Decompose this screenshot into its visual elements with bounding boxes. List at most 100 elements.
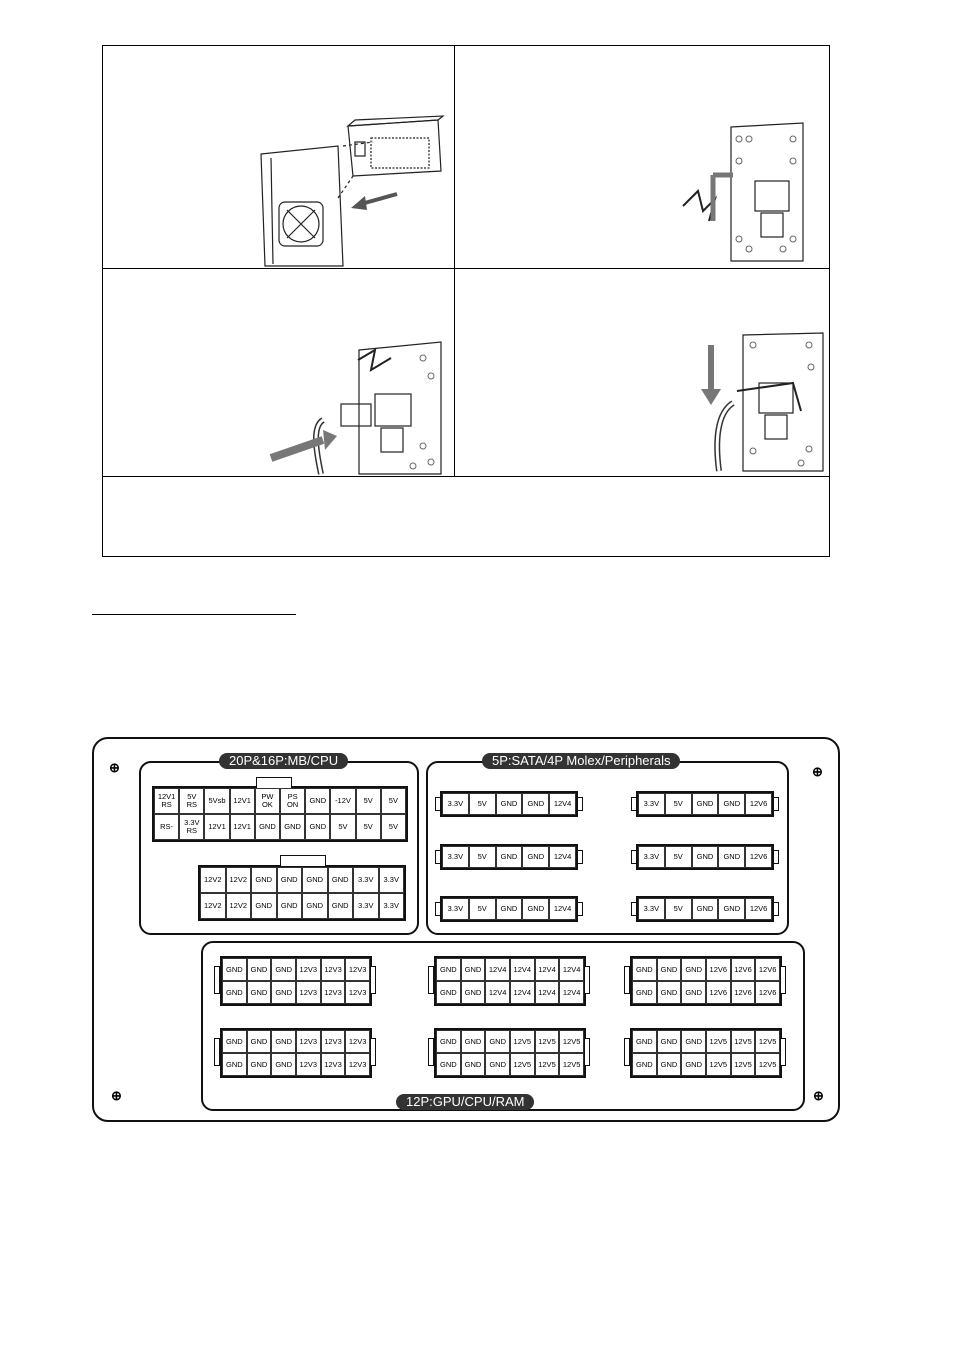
connector-clip [370,966,376,994]
pin-label: 12V5 [755,1053,780,1076]
connector-clip [631,850,637,864]
pin-label: 12V3 [345,1030,370,1053]
screw-icon: ⊕ [812,764,823,779]
pin-label: 12V1 [229,788,255,814]
connector-clip [577,902,583,916]
connector-clip [773,797,779,811]
connector-clip [780,966,786,994]
connector-clip [780,1038,786,1066]
pin-label: 5V [664,793,692,815]
pin-label: 5V [330,814,356,840]
pin-label: GND [276,867,302,893]
connector-clip [584,1038,590,1066]
pin-label: 12V6 [705,958,731,981]
group-gpu-cpu-ram [201,941,805,1111]
pin-label: GND [436,1030,461,1053]
group-gpu-cpu-ram-label: 12P:GPU/CPU/RAM [396,1094,535,1110]
table-divider-row2 [103,476,829,477]
pin-label: 12V5 [559,1030,584,1053]
pin-label: 5V [468,793,496,815]
psu-install-illustration [260,115,445,267]
pin-label: GND [460,981,486,1004]
pin-label: 12V5 [534,1053,560,1076]
pin-label: GND [246,958,272,981]
pin-label: 12V6 [755,958,780,981]
table-divider-row1 [103,268,829,269]
pin-label: 12V4 [534,958,560,981]
pin-label: 5V [355,814,381,840]
pin-label: 12V3 [295,1030,321,1053]
connector-clip [214,966,220,994]
pin-label: GND [681,981,706,1004]
mb-20pin-latch [256,777,292,788]
pin-label: 5V [468,846,496,868]
pin-label: 12V2 [225,867,251,893]
pin-label: 12V5 [509,1030,535,1053]
pin-label: GND [681,1053,706,1076]
pin-label: GND [436,981,461,1004]
pin-label: GND [632,1030,657,1053]
pin-label: GND [460,1053,486,1076]
pin-label: GND [495,846,523,868]
pin-label: GND [656,981,682,1004]
pin-label: 12V3 [345,1053,370,1076]
pin-label: 12V2 [225,893,251,919]
pin-label: 12V5 [755,1030,780,1053]
pin-label: GND [251,893,277,919]
pin-label: 3.3V [638,898,665,920]
connector-clip [214,1038,220,1066]
pin-label: 3.3V RS [179,814,205,840]
pin-label: GND [222,958,247,981]
connector-clip [624,1038,630,1066]
pin-label: 12V4 [534,981,560,1004]
pin-label: PS ON [280,788,306,814]
pin-label: 12V4 [559,981,584,1004]
pin-label: PW OK [254,788,280,814]
pin-label: GND [485,1053,510,1076]
pin-label: GND [327,893,353,919]
pin-label: 12V5 [705,1053,731,1076]
section-heading-underline [92,614,296,615]
pin-label: GND [246,1053,272,1076]
pin-label: 12V3 [345,981,370,1004]
pin-label: GND [460,1030,486,1053]
pin-label: GND [656,958,682,981]
pin-label: -12V [330,788,356,814]
pin-label: GND [718,898,746,920]
pin-label: GND [436,1053,461,1076]
pin-label: 3.3V [442,898,469,920]
pin-label: GND [246,1030,272,1053]
pin-label: 12V3 [295,1053,321,1076]
cpu-16pin-latch [280,855,326,866]
pin-label: GND [718,846,746,868]
pin-label: 12V5 [730,1053,756,1076]
installation-steps-table [102,45,830,557]
pin-label: 12V5 [509,1053,535,1076]
pin-label: 12V3 [345,958,370,981]
pin-label: 12V6 [745,898,772,920]
pin-label: 5V [468,898,496,920]
pin-label: 3.3V [442,846,469,868]
pin-label: GND [522,898,550,920]
pin-label: GND [522,846,550,868]
pin-label: 12V1 RS [154,788,180,814]
pin-label: GND [632,981,657,1004]
pin-label: GND [222,981,247,1004]
pin-label: GND [222,1030,247,1053]
pin-label: GND [495,898,523,920]
pin-label: GND [271,1030,296,1053]
connector-clip [577,850,583,864]
pin-label: 12V5 [705,1030,731,1053]
pin-label: 12V6 [755,981,780,1004]
pin-label: 5V [664,898,692,920]
connector-clip [631,902,637,916]
pin-label: GND [436,958,461,981]
